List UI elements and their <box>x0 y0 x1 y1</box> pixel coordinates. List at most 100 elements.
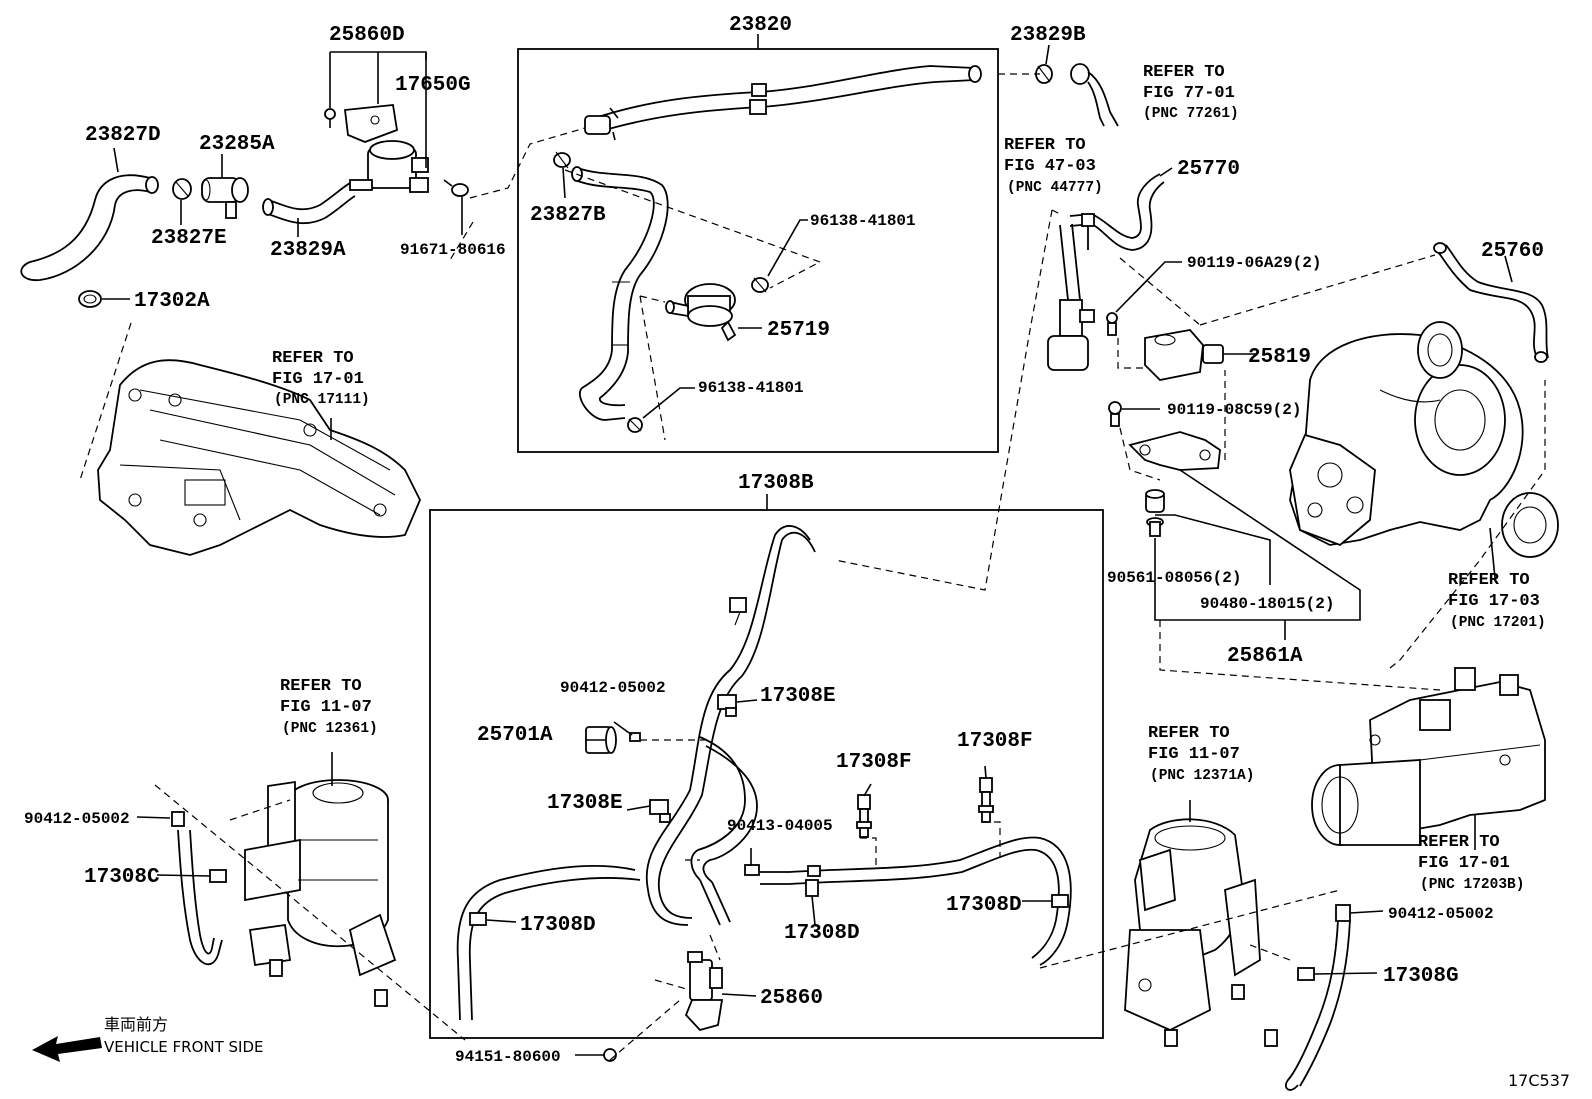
vsv-17650g <box>343 104 429 193</box>
connector-90412-a <box>629 732 641 742</box>
svg-text:(PNC 12361): (PNC 12361) <box>282 721 378 737</box>
svg-text:(PNC 77261): (PNC 77261) <box>1143 106 1239 122</box>
svg-text:REFER TO: REFER TO <box>1448 571 1530 590</box>
ref-17-03: REFER TO FIG 17-03 (PNC 17201) <box>1448 571 1546 631</box>
left-arrow-icon <box>32 1036 102 1062</box>
hose-25770 <box>1069 173 1165 251</box>
bracket-top <box>729 597 747 626</box>
label-23820: 23820 <box>729 14 792 37</box>
label-23829b: 23829B <box>1010 24 1086 47</box>
dashed-connection-lines <box>79 73 1546 1061</box>
hose-23820 <box>584 65 982 141</box>
label-17308f-a: 17308F <box>836 751 912 774</box>
label-25860d: 25860D <box>329 24 405 47</box>
svg-text:(PNC 12371A): (PNC 12371A) <box>1150 768 1254 784</box>
label-23285a: 23285A <box>199 133 275 156</box>
label-91671: 91671-80616 <box>400 241 506 259</box>
connector-17308d-a <box>469 912 487 926</box>
ref-11-07-b: REFER TO FIG 11-07 (PNC 12371A) <box>1148 724 1254 784</box>
union-90413 <box>744 864 821 877</box>
svg-text:FIG 11-07: FIG 11-07 <box>280 698 372 717</box>
label-90480: 90480-18015(2) <box>1200 595 1334 613</box>
svg-text:REFER TO: REFER TO <box>280 677 362 696</box>
bolt-25860d <box>324 108 336 128</box>
label-17308b: 17308B <box>738 472 814 495</box>
label-25770: 25770 <box>1177 158 1240 181</box>
ref-47-03: REFER TO FIG 47-03 (PNC 44777) <box>1004 136 1103 196</box>
group-box-17308b <box>429 509 1104 1039</box>
svg-text:FIG 17-03: FIG 17-03 <box>1448 592 1540 611</box>
label-25860: 25860 <box>760 987 823 1010</box>
svg-text:REFER TO: REFER TO <box>272 349 354 368</box>
svg-text:REFER TO: REFER TO <box>1143 63 1225 82</box>
connector-17308e-b <box>649 799 671 823</box>
svg-text:REFER TO: REFER TO <box>1004 136 1086 155</box>
label-17308f-b: 17308F <box>957 730 1033 753</box>
ref-11-07-a: REFER TO FIG 11-07 (PNC 12361) <box>280 677 378 737</box>
label-23827e: 23827E <box>151 227 227 250</box>
leader-lines <box>102 44 1513 1056</box>
label-90119-06a29: 90119-06A29(2) <box>1187 254 1321 272</box>
ref-17-01-a: REFER TO FIG 17-01 (PNC 17111) <box>272 349 370 408</box>
label-90413: 90413-04005 <box>727 817 833 835</box>
label-96138-b: 96138-41801 <box>698 379 804 397</box>
valve-23285a <box>201 177 249 219</box>
svg-text:(PNC 17203B): (PNC 17203B) <box>1420 877 1524 893</box>
label-25861a: 25861A <box>1227 645 1303 668</box>
clamp-23827b <box>553 151 571 169</box>
hose-23827d <box>20 174 159 281</box>
clamp-96138-b <box>627 417 643 433</box>
engine-mount-left <box>244 779 397 1007</box>
clamp-96138-a <box>751 277 769 293</box>
svg-text:FIG 17-01: FIG 17-01 <box>1418 854 1510 873</box>
label-90119-08c59: 90119-08C59(2) <box>1167 401 1301 419</box>
svg-text:REFER TO: REFER TO <box>1418 833 1500 852</box>
label-17308d-b: 17308D <box>784 922 860 945</box>
label-17308d-c: 17308D <box>946 894 1022 917</box>
label-17308c: 17308C <box>84 866 160 889</box>
label-25819: 25819 <box>1248 346 1311 369</box>
label-23829a: 23829A <box>270 239 346 262</box>
hose-25760 <box>1433 242 1549 363</box>
vacuum-hose-17308g <box>1285 904 1351 1091</box>
label-25760: 25760 <box>1481 240 1544 263</box>
label-25701a: 25701A <box>477 724 553 747</box>
svg-text:(PNC 44777): (PNC 44777) <box>1007 180 1103 196</box>
label-17308d-a: 17308D <box>520 914 596 937</box>
svg-text:(PNC 17111): (PNC 17111) <box>274 392 370 408</box>
label-23827b: 23827B <box>530 204 606 227</box>
label-17302a: 17302A <box>134 290 210 313</box>
valve-25719 <box>665 283 737 342</box>
label-90412-a: 90412-05002 <box>560 679 666 697</box>
label-96138-a: 96138-41801 <box>810 212 916 230</box>
svg-text:(PNC 17201): (PNC 17201) <box>1450 615 1546 631</box>
label-90412-c: 90412-05002 <box>1388 905 1494 923</box>
label-90412-b: 90412-05002 <box>24 810 130 828</box>
vsv-25860 <box>684 951 724 1032</box>
bracket-25861a <box>1128 431 1221 471</box>
direction-label-en: VEHICLE FRONT SIDE <box>104 1038 264 1056</box>
direction-label-jp: 車両前方 <box>104 1015 168 1034</box>
part-labels: 25860D 17650G 23820 23829B 23827D 23285A… <box>24 14 1544 1066</box>
label-23827d: 23827D <box>85 124 161 147</box>
collar-90561 <box>1146 517 1164 537</box>
engine-mount-right <box>1124 818 1278 1047</box>
sensor-25819 <box>1144 329 1224 381</box>
vacuum-sensor-tube <box>1047 223 1095 371</box>
clamp-17302a <box>78 290 102 308</box>
label-17308e-b: 17308E <box>547 792 623 815</box>
bolt-91671 <box>443 179 469 197</box>
intake-manifold <box>97 359 421 556</box>
check-valve-17308f-a <box>856 794 872 838</box>
vacuum-hose-17308c <box>171 811 227 966</box>
label-17308g: 17308G <box>1383 965 1459 988</box>
check-valve-17308f-b <box>978 777 994 823</box>
svg-text:FIG 11-07: FIG 11-07 <box>1148 745 1240 764</box>
svg-text:FIG 17-01: FIG 17-01 <box>272 370 364 389</box>
label-17308e-a: 17308E <box>760 685 836 708</box>
bolt-94151 <box>603 1048 617 1062</box>
connector-17308e-a <box>717 694 737 717</box>
ref-77-01: REFER TO FIG 77-01 (PNC 77261) <box>1143 63 1239 122</box>
grommet-90480 <box>1145 489 1165 513</box>
